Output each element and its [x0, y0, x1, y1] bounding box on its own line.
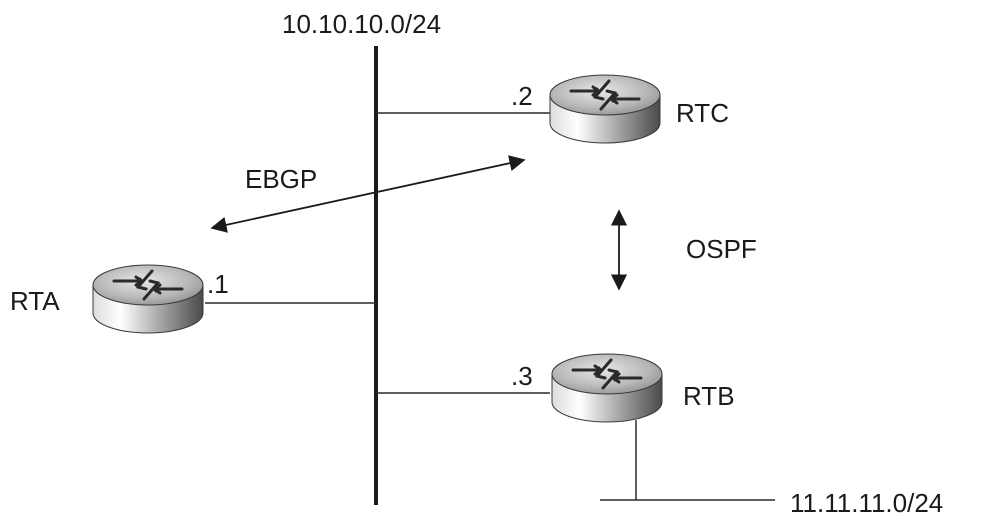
rtc-name: RTC — [676, 98, 729, 128]
rtb-router-icon — [550, 352, 664, 424]
rta-router-icon — [91, 263, 205, 335]
segment-bottom-label: 11.11.11.0/24 — [790, 488, 943, 518]
rta-interface-label: .1 — [207, 269, 229, 299]
rta-name: RTA — [10, 286, 60, 316]
ospf-label: OSPF — [686, 234, 757, 264]
ebgp-arrow — [210, 155, 526, 233]
rtc-router-icon — [548, 73, 662, 145]
segment-top-label: 10.10.10.0/24 — [282, 9, 441, 39]
ebgp-label: EBGP — [245, 164, 317, 194]
rtb-name: RTB — [683, 381, 735, 411]
rtb-interface-label: .3 — [511, 361, 533, 391]
rtc-interface-label: .2 — [511, 81, 533, 111]
